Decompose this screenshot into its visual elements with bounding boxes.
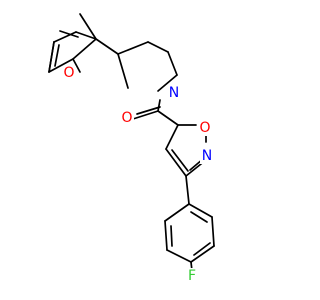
phenyl-ring xyxy=(164,203,215,263)
bond xyxy=(117,53,129,89)
pyrrolidine-ring xyxy=(117,41,178,92)
bond xyxy=(185,175,190,205)
atom-label-N-isoxazole: N xyxy=(200,148,214,164)
bond xyxy=(136,106,161,115)
bond xyxy=(164,220,168,251)
isoxazole-ring xyxy=(165,124,207,177)
bond xyxy=(190,245,215,263)
bond xyxy=(53,31,77,43)
nitrogen-label: N xyxy=(202,148,212,164)
bond xyxy=(165,148,187,177)
atom-label-N-pyrrolidine: N xyxy=(167,85,181,101)
bond xyxy=(164,203,190,222)
bond xyxy=(54,44,60,67)
bond xyxy=(48,58,74,73)
atom-label-O-isoxazole: O xyxy=(198,120,212,136)
bond xyxy=(167,51,178,76)
bond xyxy=(95,38,119,55)
oxygen-label: O xyxy=(199,120,210,136)
bond xyxy=(188,203,213,218)
bond xyxy=(75,31,97,40)
bond xyxy=(157,74,178,92)
bond xyxy=(193,242,211,256)
bond xyxy=(72,38,97,60)
fluorine-label: F xyxy=(188,268,196,284)
molecule-structure: O O N O N F xyxy=(48,13,215,284)
bond xyxy=(166,249,192,263)
atom-label-O-carbonyl: O xyxy=(120,110,134,126)
oxygen-label: O xyxy=(121,110,132,126)
bond xyxy=(157,99,161,112)
bond xyxy=(59,30,79,38)
bond xyxy=(211,216,215,247)
bond xyxy=(79,13,97,40)
atom-label-O-furan: O xyxy=(62,65,76,81)
bond xyxy=(72,58,81,73)
bond xyxy=(117,41,149,55)
bond xyxy=(48,41,55,73)
bond xyxy=(190,211,208,223)
bond xyxy=(170,225,173,247)
oxygen-label: O xyxy=(63,65,74,81)
furan-ring xyxy=(48,30,97,73)
bond xyxy=(147,41,169,53)
bond xyxy=(165,124,179,150)
bond xyxy=(171,149,189,172)
bond xyxy=(132,110,159,120)
nitrogen-label: N xyxy=(169,85,179,101)
bond xyxy=(157,110,179,126)
atom-label-F: F xyxy=(185,268,199,284)
